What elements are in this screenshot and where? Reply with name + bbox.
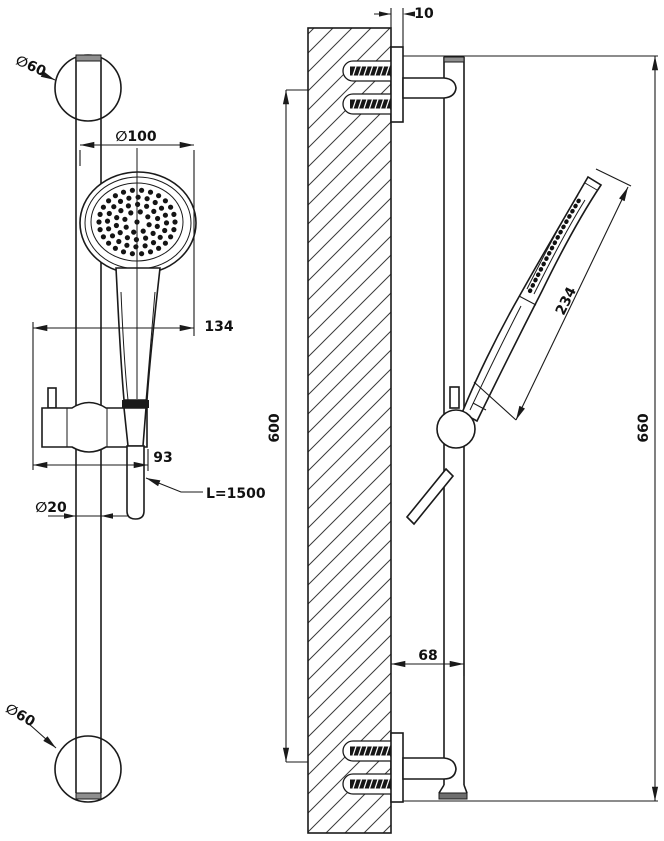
spray-nozzle-dots — [96, 187, 178, 257]
dim-label-handshower-length: 234 — [553, 284, 580, 318]
grip-contour-left — [120, 291, 129, 401]
spray-nozzles-side — [527, 194, 584, 294]
leader-bottom-flange — [28, 723, 57, 749]
top-bracket-plate — [390, 46, 404, 123]
rail-top-cap — [75, 54, 102, 62]
slider-pin — [47, 387, 57, 409]
rail-bottom-cap — [75, 792, 102, 800]
handle-joint-lower — [472, 402, 487, 411]
leader-hose-length — [145, 477, 203, 493]
dim-label-top-flange: ∅60 — [13, 53, 48, 81]
shower-head — [79, 171, 197, 275]
dim-label-rail-diameter: ∅20 — [35, 500, 67, 516]
dim-label-hose-length: L=1500 — [206, 486, 266, 502]
side-rail-bottom-cap — [438, 792, 468, 800]
dim-label-head-offset: 134 — [204, 319, 233, 335]
bottom-flange — [54, 735, 122, 803]
dim-label-overall-height: 660 — [636, 413, 652, 442]
slider-body — [41, 401, 148, 453]
front-dimensions: ∅100 134 93 ∅20 L=1500 ∅60 ∅60 — [2, 53, 266, 749]
dim-line-handshower-length — [515, 186, 629, 421]
handle-contour-side — [469, 305, 522, 411]
hose — [126, 445, 145, 520]
dim-label-head-diameter: ∅100 — [115, 129, 156, 145]
wall-section — [307, 27, 392, 834]
slider-pin-side — [449, 386, 460, 409]
dim-label-slider-width: 93 — [153, 450, 172, 466]
grip-end-band — [122, 400, 149, 408]
side-rail-top-cap — [443, 56, 465, 63]
bottom-bracket-plate — [390, 732, 404, 803]
top-flange — [54, 54, 122, 122]
slider-lever — [405, 467, 455, 526]
handshower-side — [460, 175, 603, 423]
leader-top-flange — [39, 71, 56, 81]
side-view: 10 600 660 234 68 — [267, 6, 659, 834]
hose-nut — [123, 407, 147, 447]
handshower-outline — [460, 175, 603, 423]
dim-label-wall-clearance: 68 — [418, 648, 437, 664]
dim-label-plate-offset: 10 — [414, 6, 434, 22]
front-view: ∅100 134 93 ∅20 L=1500 ∅60 ∅60 — [2, 53, 266, 803]
dim-label-bracket-spacing: 600 — [267, 413, 283, 442]
wall-anchors — [342, 60, 399, 795]
slider-knob — [436, 409, 476, 449]
top-bracket-arm — [402, 77, 457, 99]
grip-contour-right — [145, 291, 156, 401]
bottom-bracket-arm — [402, 757, 457, 780]
side-rail-flare — [438, 784, 468, 794]
dim-label-bottom-flange: ∅60 — [2, 701, 37, 731]
